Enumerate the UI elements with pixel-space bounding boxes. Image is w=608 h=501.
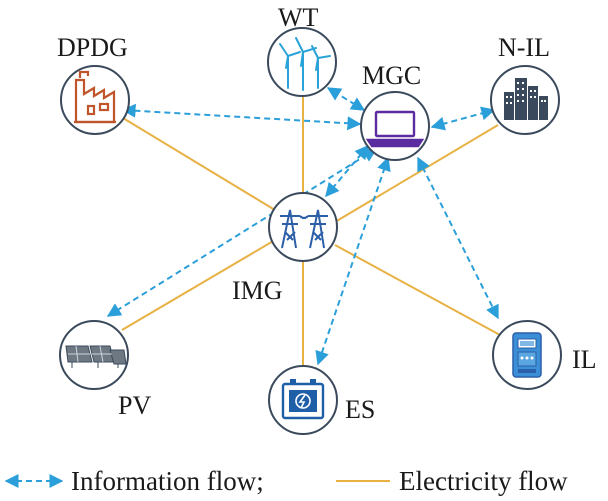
node-label-mgc: MGC [362,61,421,90]
factory-icon [74,70,116,124]
node-label-pv: PV [118,391,151,420]
legend-electricity-label: Electricity flow [399,466,568,496]
transmission-tower-icon [280,209,328,249]
legend-info-label: Information flow; [71,466,264,496]
laptop-icon [365,110,425,148]
node-label-dpdg: DPDG [57,33,128,62]
info-line-mgc-dpdg [121,103,362,131]
node-dpdg: DPDG [57,33,130,135]
info-line-mgc-nil [430,106,496,131]
info-line-mgc-es [315,156,391,366]
power-line-img-il [334,244,501,336]
info-line-mgc-wt [326,87,366,111]
node-wt: WT [267,3,337,97]
information-flow-lines [106,87,499,366]
legend: Information flow; Electricity flow [4,466,568,496]
solar-panel-icon [65,345,127,368]
node-label-wt: WT [278,3,319,32]
node-mgc: MGC [360,61,430,161]
node-il: IL [492,320,597,390]
node-label-nil: N-IL [498,33,550,62]
node-label-es: ES [345,395,375,424]
info-line-mgc-img [325,144,369,198]
wind-turbine-icon [279,37,331,91]
city-buildings-icon [504,78,548,120]
electric-meter-icon [512,332,542,378]
node-label-img: IMG [232,276,283,305]
battery-storage-icon [281,379,325,420]
node-es: ES [268,365,375,435]
info-line-mgc-il [417,156,499,320]
node-nil: N-IL [490,33,560,135]
node-label-il: IL [572,345,597,374]
node-pv: PV [59,320,151,420]
node-img: IMG [232,192,338,305]
